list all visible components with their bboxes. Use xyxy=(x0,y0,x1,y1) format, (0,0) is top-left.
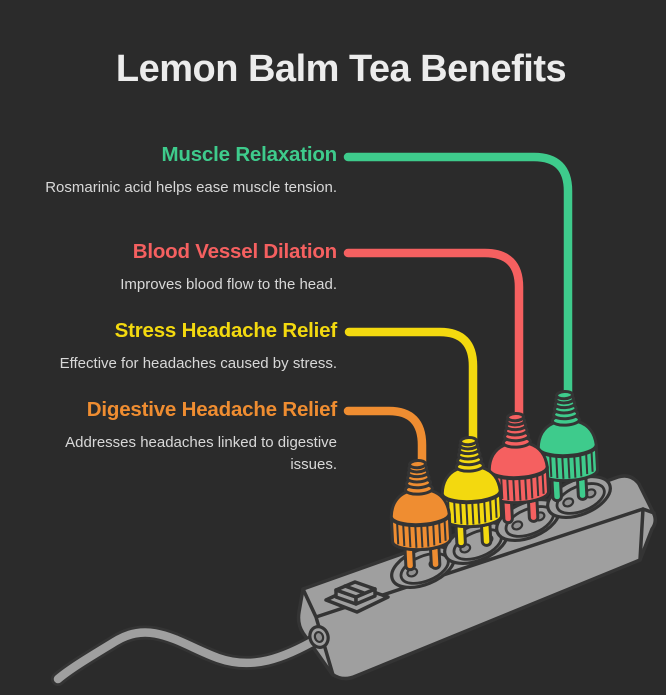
benefit-description: Rosmarinic acid helps ease muscle tensio… xyxy=(45,179,337,196)
benefit-blood-vessel-dilation: Blood Vessel Dilation Improves blood flo… xyxy=(45,240,337,296)
power-cord xyxy=(53,628,324,684)
benefit-muscle-relaxation: Muscle Relaxation Rosmarinic acid helps … xyxy=(45,143,337,199)
cable-stress-headache-relief xyxy=(344,327,478,455)
benefit-description: Addresses headaches linked to digestive … xyxy=(65,434,337,473)
benefit-description: Effective for headaches caused by stress… xyxy=(59,355,337,372)
power-strip xyxy=(51,466,657,686)
cable-digestive-headache-relief xyxy=(343,406,427,478)
benefit-title: Blood Vessel Dilation xyxy=(132,240,337,263)
cable-blood-vessel-dilation xyxy=(343,248,524,431)
benefit-digestive-headache-relief: Digestive Headache Relief Addresses head… xyxy=(45,398,337,475)
cables xyxy=(343,152,573,478)
power-switch xyxy=(324,580,390,614)
cable-muscle-relaxation xyxy=(343,152,573,409)
benefit-description: Improves blood flow to the head. xyxy=(120,276,337,293)
page-title: Lemon Balm Tea Benefits xyxy=(115,48,567,90)
cord-grommet xyxy=(308,625,330,649)
benefit-title: Stress Headache Relief xyxy=(114,319,338,342)
benefit-stress-headache-relief: Stress Headache Relief Effective for hea… xyxy=(45,319,338,375)
benefit-title: Digestive Headache Relief xyxy=(86,398,337,421)
benefit-title: Muscle Relaxation xyxy=(161,143,338,166)
strip-edges xyxy=(301,507,656,677)
